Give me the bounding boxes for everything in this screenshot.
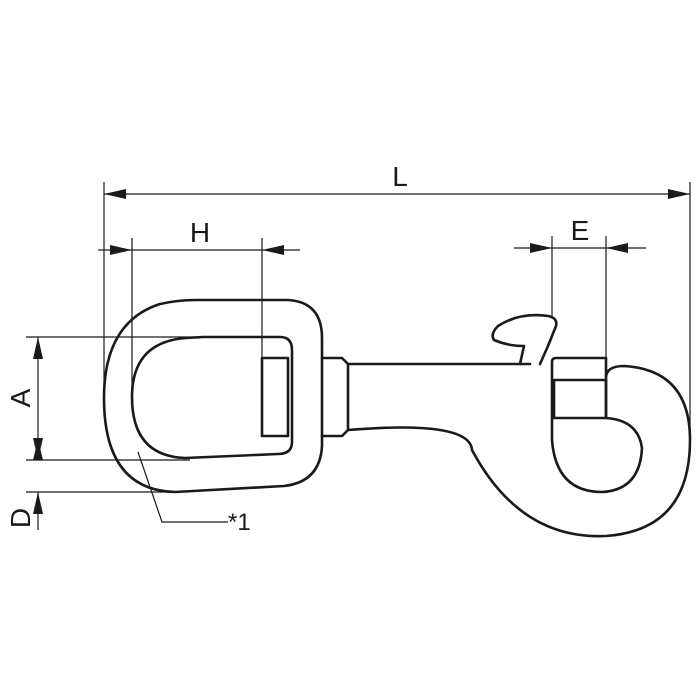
dimension-L: L bbox=[103, 161, 691, 440]
swivel-eye-outer bbox=[102, 298, 324, 494]
note-callout: *1 bbox=[137, 451, 251, 536]
dimension-label-E: E bbox=[571, 215, 590, 246]
swivel-pin-slot bbox=[260, 356, 290, 438]
swivel-collar bbox=[320, 356, 350, 438]
hook-body bbox=[346, 356, 692, 538]
note-label: *1 bbox=[228, 509, 251, 536]
dimension-label-A: A bbox=[5, 388, 36, 407]
swivel-snap-hook bbox=[102, 298, 692, 538]
dimension-label-H: H bbox=[190, 217, 210, 248]
dimension-H: H bbox=[98, 217, 300, 395]
dimension-A: A bbox=[5, 336, 205, 461]
dimension-label-L: L bbox=[392, 161, 408, 192]
latch-gate bbox=[552, 378, 608, 420]
swivel-eye-inner bbox=[130, 335, 294, 460]
latch-thumb-button bbox=[491, 313, 558, 366]
dimension-label-D: D bbox=[5, 508, 36, 528]
dimension-E: E bbox=[514, 215, 646, 360]
dimension-D: D bbox=[5, 440, 175, 530]
